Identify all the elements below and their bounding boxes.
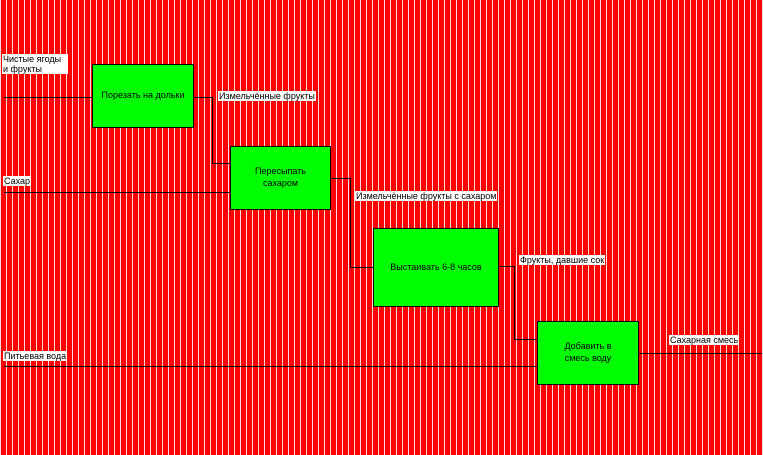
activity-cut-label: Порезать на дольки bbox=[101, 90, 185, 101]
activity-sprinkle-box[interactable]: Пересыпать сахаром bbox=[230, 146, 331, 210]
activity-add-water-box[interactable]: Добавить в смесь воду bbox=[537, 321, 639, 385]
flow-juiced-label: Фрукты, давшие сок bbox=[519, 255, 606, 265]
output-label: Сахарная смесь bbox=[669, 335, 740, 345]
input-berries-text: Чистые ягоды и фрукты bbox=[3, 54, 62, 74]
activity-sprinkle-label: Пересыпать сахаром bbox=[255, 166, 306, 188]
arrow-cut-to-sprinkle bbox=[193, 97, 230, 164]
flow-chopped-label: Измельчённые фрукты bbox=[218, 91, 316, 101]
arrow-stand-to-add-water bbox=[498, 266, 538, 340]
activity-add-water-label: Добавить в смесь воду bbox=[564, 341, 612, 363]
input-berries-label: Чистые ягоды и фрукты bbox=[2, 54, 68, 74]
input-sugar-label: Сахар bbox=[3, 176, 32, 186]
arrow-sprinkle-to-stand bbox=[330, 178, 374, 268]
activity-stand-box[interactable]: Выстаивать 6-8 часов bbox=[373, 228, 499, 307]
activity-cut-box[interactable]: Порезать на дольки bbox=[92, 64, 194, 128]
activity-stand-label: Выстаивать 6-8 часов bbox=[390, 261, 482, 272]
input-water-label: Питьевая вода bbox=[3, 351, 68, 361]
flow-chopped-sugared-label: Измельчённые фрукты с сахаром bbox=[355, 191, 498, 201]
